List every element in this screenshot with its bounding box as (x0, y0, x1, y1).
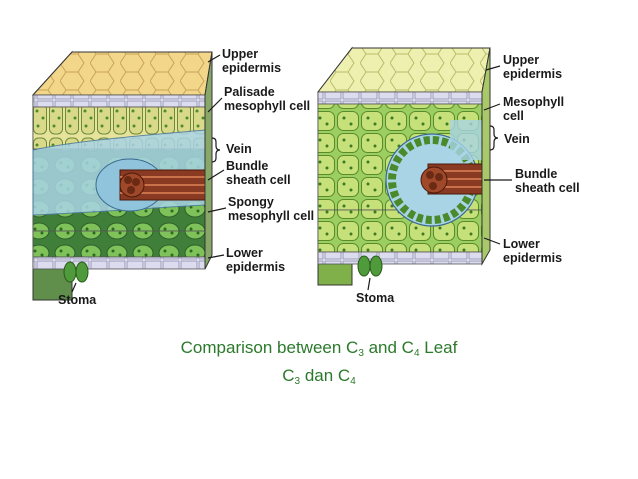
c3-lower-epidermis-layer (32, 256, 206, 270)
caption2-text-b: dan C (300, 366, 351, 385)
caption-sub-c4: 4 (413, 348, 420, 359)
c3-leaf-block (31, 50, 213, 301)
c3-upper-epidermis-layer (32, 94, 206, 108)
caption2-sub-c4: 4 (350, 376, 356, 387)
c4-label-lower-1: Lower (503, 237, 540, 251)
c3-stoma (63, 261, 89, 283)
c3-label-bundle-2: sheath cell (226, 173, 291, 187)
c3-label-upper-epidermis-2: epidermis (222, 61, 281, 75)
c4-upper-surface (316, 47, 491, 93)
c4-label-upper-epidermis-1: Upper (503, 53, 539, 67)
caption-text-c: Leaf (419, 338, 458, 357)
c4-stoma (357, 255, 383, 277)
c4-label-upper-epidermis-2: epidermis (503, 67, 562, 81)
c3-label-spongy-1: Spongy (228, 195, 274, 209)
c4-label-stoma: Stoma (356, 291, 395, 305)
c3-label-lower-2: epidermis (226, 260, 285, 274)
c3-label-upper-epidermis-1: Upper (222, 47, 258, 61)
caption-text-a: Comparison between C (180, 338, 359, 357)
c4-label-bundle-2: sheath cell (515, 181, 580, 195)
c3-label-palisade-1: Palisade (224, 85, 275, 99)
c4-upper-epidermis-layer (317, 91, 483, 105)
c4-lower-epidermis-layer (317, 251, 483, 265)
c3-vein-core (119, 169, 206, 201)
c3-label-bundle-1: Bundle (226, 159, 268, 173)
c3-label-palisade-2: mesophyll cell (224, 99, 310, 113)
c4-label-mesophyll-2: cell (503, 109, 524, 123)
c4-vein-band (450, 120, 482, 160)
c3-label-stoma: Stoma (58, 293, 97, 307)
c4-label-vein: Vein (504, 132, 530, 146)
c3-label-lower-1: Lower (226, 246, 263, 260)
c4-leaf-block (316, 46, 491, 286)
c3-label-spongy-2: mesophyll cell (228, 209, 314, 223)
c3-upper-surface (31, 51, 213, 96)
caption-line-2: C3 dan C4 (0, 366, 638, 387)
c4-labels: Upper epidermis Mesophyll cell Vein Bund… (356, 53, 580, 305)
c4-vein-core (420, 163, 483, 195)
caption2-sub-c3: 3 (294, 376, 301, 387)
c4-label-lower-2: epidermis (503, 251, 562, 265)
caption2-text-a: C (282, 366, 295, 385)
c3-label-vein: Vein (226, 142, 252, 156)
caption-sub-c3: 3 (358, 348, 364, 359)
caption-line-1: Comparison between C3 and C4 Leaf (0, 338, 638, 359)
c4-label-bundle-1: Bundle (515, 167, 557, 181)
c3-labels: Upper epidermis Palisade mesophyll cell … (58, 47, 314, 307)
c4-label-mesophyll-1: Mesophyll (503, 95, 564, 109)
caption-text-b: and C (363, 338, 414, 357)
